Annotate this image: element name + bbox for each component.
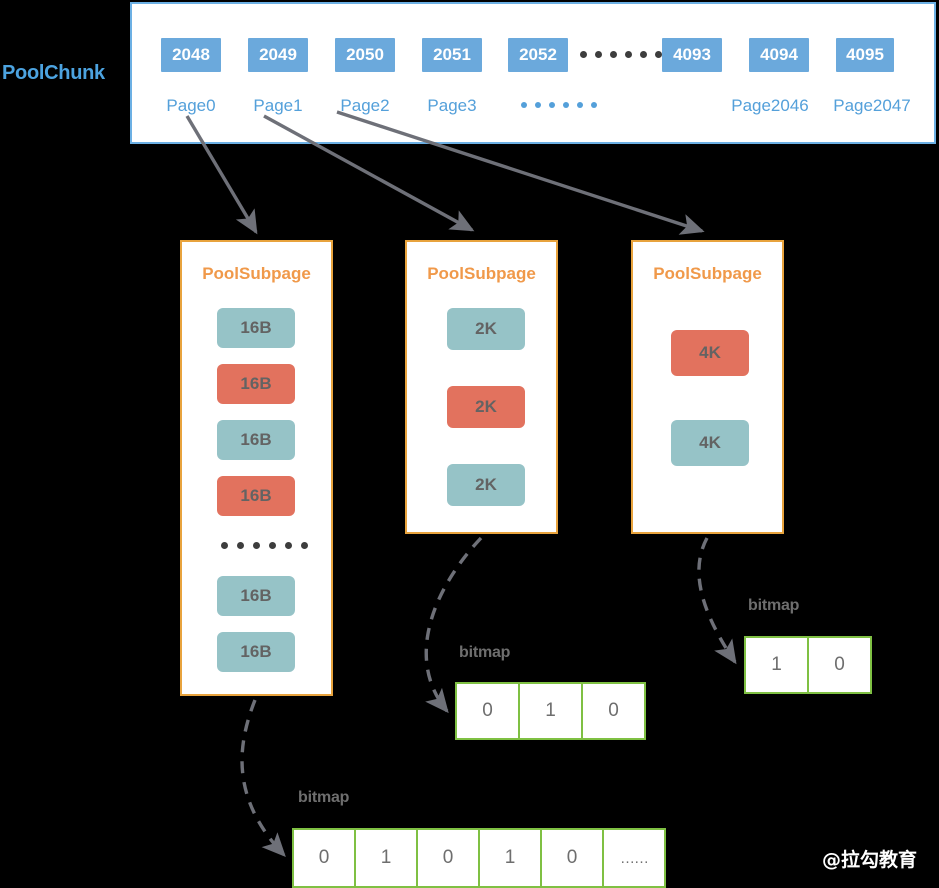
memory-block: 16B [217,420,295,460]
chunk-page-label-ellipsis [521,102,597,108]
chunk-page-label: Page2 [340,96,390,115]
memory-block: 4K [671,420,749,466]
bitmap-cell: 1 [354,828,418,888]
chunk-page-label: Page0 [166,96,216,115]
poolsubpage-box: PoolSubpage 4K 4K [631,240,784,534]
chunk-chip: 2048 [161,38,221,72]
chunk-chip-ellipsis [580,51,662,58]
poolsubpage-title: PoolSubpage [202,264,311,283]
memory-block: 16B [217,308,295,348]
chunk-chip: 2051 [422,38,482,72]
memory-block: 16B [217,632,295,672]
chunk-chip: 2049 [248,38,308,72]
bitmap-cell: 0 [455,682,520,740]
memory-block: 2K [447,308,525,350]
poolsubpage-box: PoolSubpage 2K 2K 2K [405,240,558,534]
bitmap-cell: 0 [807,636,872,694]
bitmap-cell: 0 [292,828,356,888]
bitmap-cell: …… [602,828,666,888]
chunk-page-label: Page2047 [833,96,911,115]
bitmap-cell: 1 [518,682,583,740]
chunk-page-label: Page2046 [731,96,809,115]
memory-block: 16B [217,364,295,404]
memory-block: 2K [447,464,525,506]
bitmap-cell: 0 [540,828,604,888]
bitmap-cell: 0 [581,682,646,740]
bitmap-label: bitmap [459,644,511,661]
bitmap-cell: 0 [416,828,480,888]
chunk-chip: 4093 [662,38,722,72]
poolsubpage-box: PoolSubpage 16B 16B 16B 16B 16B 16B [180,240,333,696]
poolsubpage-ellipsis [221,542,308,549]
arrow-subpage3-to-bitmap3 [697,537,737,665]
arrow-subpage1-to-bitmap1 [240,699,286,857]
watermark: @拉勾教育 [821,849,917,871]
bitmap-cell: 1 [744,636,809,694]
bitmap-label: bitmap [298,789,350,806]
chunk-chip: 4094 [749,38,809,72]
poolsubpage-title: PoolSubpage [427,264,536,283]
memory-block: 4K [671,330,749,376]
chunk-page-label: Page3 [427,96,477,115]
bitmap-label: bitmap [748,597,800,614]
poolchunk-box [130,2,936,144]
poolchunk-label: PoolChunk [2,62,105,84]
bitmap-cell: 1 [478,828,542,888]
chunk-page-label: Page1 [253,96,303,115]
memory-block: 2K [447,386,525,428]
memory-block: 16B [217,576,295,616]
chunk-chip: 2052 [508,38,568,72]
memory-block: 16B [217,476,295,516]
chunk-chip: 2050 [335,38,395,72]
chunk-chip: 4095 [836,38,894,72]
poolsubpage-title: PoolSubpage [653,264,762,283]
